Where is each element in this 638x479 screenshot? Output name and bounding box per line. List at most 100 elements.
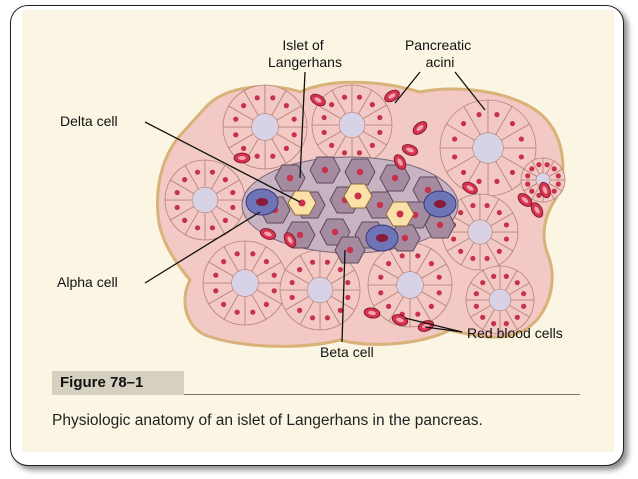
acinar-nucleus bbox=[476, 112, 482, 118]
acinus bbox=[202, 240, 288, 326]
acinar-nucleus bbox=[521, 291, 527, 297]
acinar-nucleus bbox=[452, 136, 458, 142]
acinar-nucleus bbox=[450, 236, 457, 242]
acinar-nucleus bbox=[337, 307, 343, 313]
acini-label: Pancreatic acini bbox=[405, 37, 475, 70]
acinar-nucleus bbox=[213, 288, 219, 294]
acinar-nucleus bbox=[182, 177, 188, 183]
leader-line bbox=[404, 317, 463, 333]
acinar-nucleus bbox=[369, 102, 375, 108]
acinar-nucleus bbox=[241, 145, 247, 151]
acinar-nucleus bbox=[551, 188, 557, 194]
acinar-nucleus bbox=[470, 202, 476, 209]
acinar-nucleus bbox=[341, 94, 348, 100]
rbc-center bbox=[521, 197, 529, 203]
acinar-nucleus bbox=[194, 169, 201, 175]
acinar-nucleus bbox=[476, 178, 482, 184]
acinar-nucleus bbox=[458, 248, 464, 254]
leader-lines bbox=[144, 71, 486, 343]
leader-line bbox=[454, 71, 486, 111]
acinar-nucleus bbox=[283, 145, 289, 151]
acinar-nucleus bbox=[415, 311, 421, 317]
acinar-cell bbox=[421, 263, 453, 286]
acinar-nucleus bbox=[345, 294, 351, 301]
alpha-nucleus bbox=[434, 200, 446, 208]
acinar-nucleus bbox=[536, 192, 542, 198]
leader-line bbox=[144, 211, 261, 284]
acinar-nucleus bbox=[503, 236, 510, 242]
rbc-center bbox=[406, 147, 414, 153]
acinar-nucleus bbox=[270, 153, 276, 159]
acinar-nucleus bbox=[544, 162, 550, 168]
rbc-center bbox=[287, 236, 293, 244]
acinar-lumen bbox=[472, 132, 504, 164]
acinar-nucleus bbox=[518, 136, 524, 142]
acinar-nucleus bbox=[377, 129, 383, 136]
acinar-nucleus bbox=[194, 225, 201, 231]
acinar-nucleus bbox=[491, 273, 497, 279]
acinar-nucleus bbox=[271, 272, 277, 278]
acinar-nucleus bbox=[458, 210, 464, 216]
acinar-nucleus bbox=[337, 267, 343, 273]
acinar-nucleus bbox=[221, 301, 227, 307]
acinar-nucleus bbox=[484, 255, 490, 262]
acinar-nucleus bbox=[233, 132, 239, 138]
acinar-nucleus bbox=[329, 142, 335, 148]
acinar-nucleus bbox=[291, 116, 297, 122]
beta-nucleus bbox=[401, 234, 409, 242]
rbc-center bbox=[416, 125, 424, 131]
acinar-nucleus bbox=[209, 169, 216, 175]
acinar-cell bbox=[330, 269, 361, 291]
acinar-nucleus bbox=[329, 102, 335, 108]
acinar-nucleus bbox=[496, 248, 502, 254]
acinar-lumen bbox=[251, 113, 279, 141]
acinar-nucleus bbox=[289, 294, 295, 301]
acinar-lumen bbox=[396, 271, 424, 299]
acinar-nucleus bbox=[452, 154, 458, 160]
figure-number: Figure 78–1 bbox=[52, 371, 184, 395]
alpha-nucleus bbox=[376, 234, 388, 242]
islet-of-langerhans bbox=[241, 156, 459, 264]
acinar-nucleus bbox=[460, 120, 467, 127]
acinar-cell bbox=[500, 123, 537, 149]
acinar-nucleus bbox=[250, 251, 256, 257]
acinar-nucleus bbox=[378, 274, 384, 280]
acinar-nucleus bbox=[386, 261, 392, 267]
acinar-nucleus bbox=[234, 251, 240, 257]
rbc-center bbox=[534, 206, 540, 214]
acinar-nucleus bbox=[356, 150, 363, 156]
acinar-nucleus bbox=[309, 259, 316, 265]
acinar-nucleus bbox=[263, 301, 269, 307]
acinar-nucleus bbox=[377, 114, 383, 121]
delta-nucleus bbox=[298, 199, 306, 207]
acinar-nucleus bbox=[525, 181, 531, 187]
acinar-nucleus bbox=[222, 177, 228, 183]
acinus bbox=[222, 84, 308, 170]
acinar-nucleus bbox=[521, 303, 527, 309]
acinus bbox=[441, 193, 519, 271]
acinar-nucleus bbox=[525, 173, 531, 179]
acinar-nucleus bbox=[182, 217, 188, 223]
acinar-nucleus bbox=[174, 189, 180, 196]
acinar-nucleus bbox=[297, 307, 303, 313]
beta-nucleus bbox=[286, 174, 294, 182]
rbc-center bbox=[264, 231, 272, 237]
acinar-nucleus bbox=[551, 166, 557, 172]
acinar-nucleus bbox=[345, 279, 351, 286]
acinar-nucleus bbox=[518, 154, 524, 160]
acinar-nucleus bbox=[222, 217, 228, 223]
figure-caption: Physiologic anatomy of an islet of Lange… bbox=[52, 412, 483, 429]
acinar-nucleus bbox=[356, 94, 363, 100]
acinar-nucleus bbox=[460, 169, 467, 176]
rbc-center bbox=[397, 158, 403, 166]
acinar-lumen bbox=[488, 288, 512, 312]
acinar-nucleus bbox=[415, 253, 421, 259]
acinar-nucleus bbox=[480, 314, 486, 320]
acinar-nucleus bbox=[503, 273, 509, 279]
acinar-nucleus bbox=[369, 142, 375, 148]
acinar-nucleus bbox=[470, 255, 476, 262]
acinar-nucleus bbox=[221, 259, 227, 265]
acinar-nucleus bbox=[386, 303, 392, 309]
acinar-nucleus bbox=[209, 225, 216, 231]
acinar-cell bbox=[215, 179, 246, 201]
